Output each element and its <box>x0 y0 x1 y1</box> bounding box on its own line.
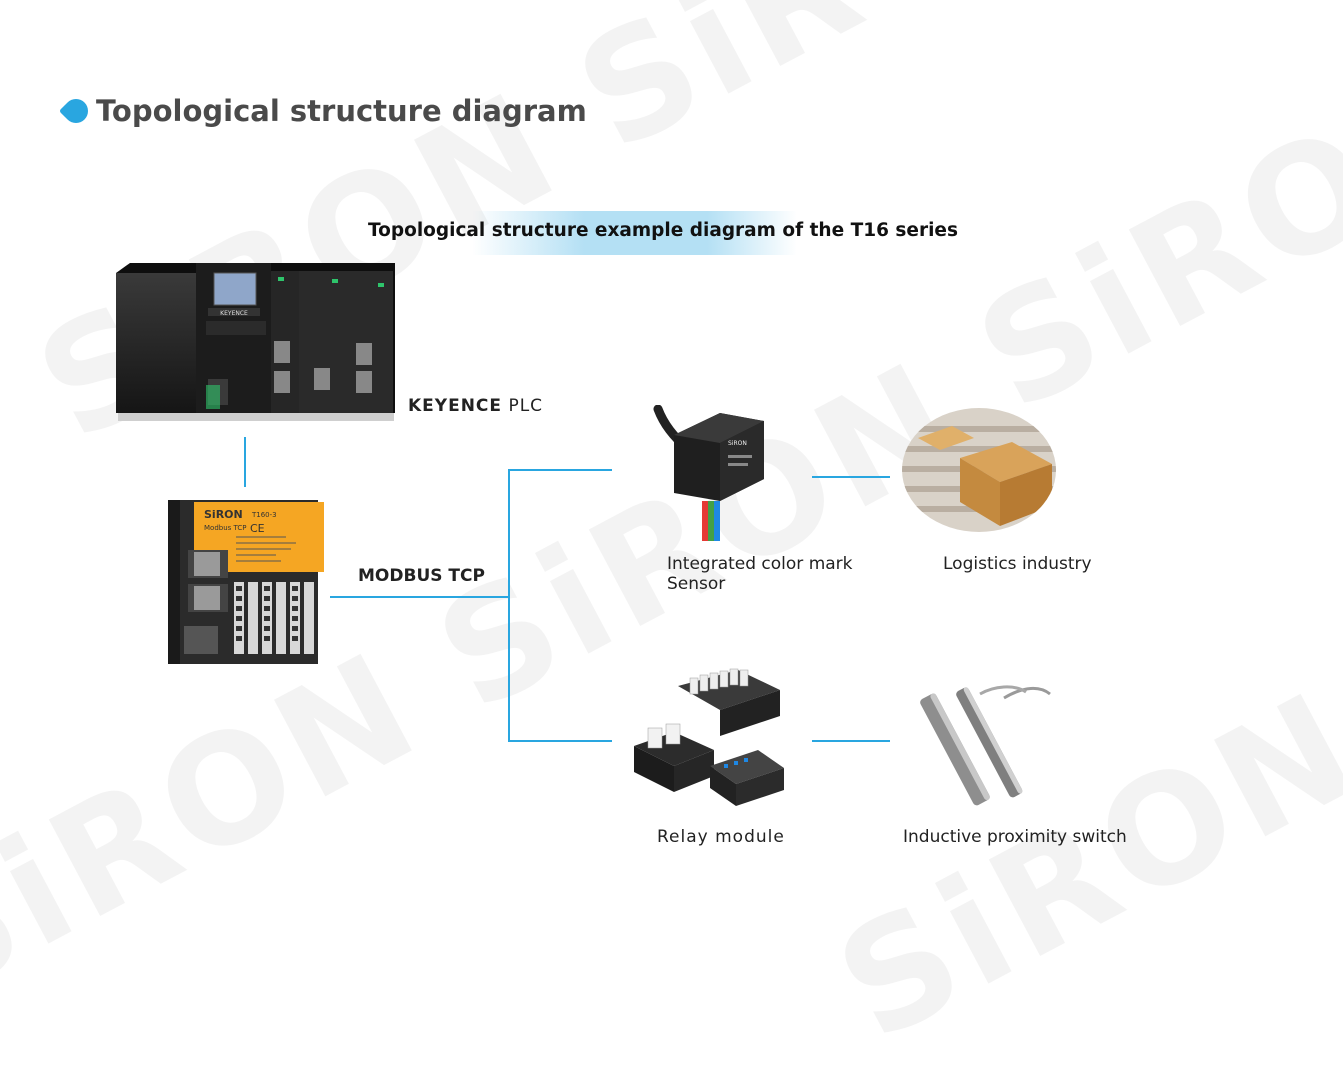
color-mark-sensor-image: SiRON <box>650 404 770 545</box>
banner-highlight <box>360 211 920 255</box>
siron-module-image: SiRON T160-3 Modbus TCP CE <box>166 496 326 666</box>
relay-module-image <box>628 666 786 826</box>
connector-plc-module <box>244 437 246 487</box>
relay-label: Relay module <box>657 827 785 847</box>
page-heading: Topological structure diagram <box>59 94 587 128</box>
sensor-label: Integrated color mark Sensor <box>667 554 853 594</box>
proximity-label: Inductive proximity switch <box>903 827 1127 847</box>
page-title: Topological structure diagram <box>96 94 587 128</box>
sensor-label-line2: Sensor <box>667 574 726 594</box>
sensor-brand: SiRON <box>728 440 747 447</box>
modbus-tcp-label: MODBUS TCP <box>358 566 485 586</box>
connector-sensor-logistics <box>812 476 890 478</box>
watermark: SiRON <box>952 29 1343 445</box>
proximity-switch-image <box>904 680 1054 810</box>
watermark: SiRON <box>0 619 446 1035</box>
module-model: T160-3 <box>251 511 277 519</box>
keyence-plc-image: KEYENCE <box>110 255 396 425</box>
watermark: SiRON <box>552 0 1126 185</box>
diagram-subtitle: Topological structure example diagram of… <box>368 220 958 241</box>
plc-label: KEYENCE PLC <box>408 396 543 416</box>
plc-screen-logo: KEYENCE <box>220 310 248 317</box>
connector-bus-vertical <box>508 469 510 742</box>
connector-bus-sensor <box>508 469 612 471</box>
sensor-label-line1: Integrated color mark <box>667 554 853 574</box>
logistics-image <box>900 406 1058 534</box>
module-ce-mark: CE <box>250 522 265 535</box>
plc-suffix: PLC <box>508 396 544 416</box>
module-protocol: Modbus TCP <box>204 524 247 532</box>
connector-module-bus <box>330 596 510 598</box>
plc-brand: KEYENCE <box>408 396 503 416</box>
connector-relay-proximity <box>812 740 890 742</box>
module-brand: SiRON <box>204 508 243 521</box>
heading-bullet-icon <box>59 94 93 128</box>
connector-bus-relay <box>508 740 612 742</box>
logistics-label: Logistics industry <box>943 554 1092 574</box>
watermark: SiRON <box>812 659 1343 1075</box>
